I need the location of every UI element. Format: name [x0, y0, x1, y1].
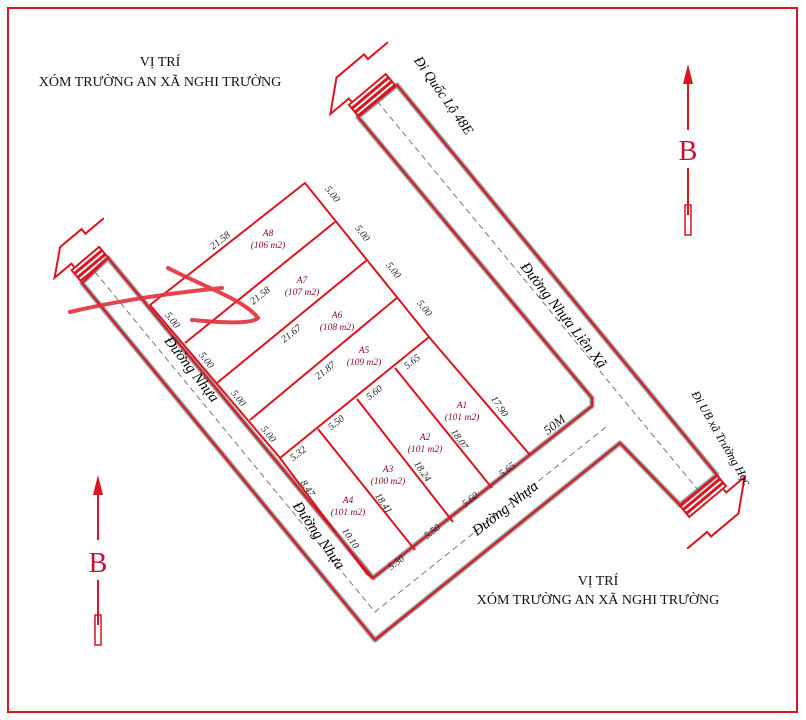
lot-labels: A8(106 m2) A7(107 m2) A6(108 m2) A5(109 … [251, 229, 480, 518]
svg-text:(106 m2): (106 m2) [251, 240, 286, 251]
dim-label: 21.67 [279, 322, 304, 345]
location-title-top: VỊ TRÍ [140, 53, 181, 70]
road-centerline [376, 100, 699, 491]
dim-label: 21.87 [313, 359, 338, 382]
lot-a4: A4(101 m2) [331, 496, 366, 518]
dim-label: 5.50 [326, 413, 347, 432]
svg-text:A6: A6 [331, 311, 343, 321]
location-subtitle-top: XÓM TRƯỜNG AN XÃ NGHI TRƯỜNG [39, 73, 282, 90]
location-title-bottom: VỊ TRÍ [578, 572, 619, 589]
road-end-arrow-left [53, 217, 110, 283]
red-scribble-mark [68, 266, 261, 325]
svg-text:A1: A1 [456, 401, 468, 411]
svg-text:(107 m2): (107 m2) [285, 287, 320, 298]
compass-letter: B [679, 136, 698, 167]
lot-a1: A1(101 m2) [445, 401, 480, 423]
svg-text:A8: A8 [262, 229, 274, 239]
dim-label: 5.00 [322, 184, 341, 205]
svg-text:A3: A3 [382, 465, 394, 475]
svg-text:A2: A2 [419, 433, 431, 443]
svg-text:A4: A4 [342, 496, 354, 506]
location-subtitle-bottom: XÓM TRƯỜNG AN XÃ NGHI TRƯỜNG [477, 591, 720, 608]
road-end-arrow-right [678, 473, 746, 550]
dim-label: 5.32 [288, 444, 309, 463]
svg-text:(108 m2): (108 m2) [320, 322, 355, 333]
compass-marker-top: B [679, 64, 698, 236]
dim-label: 5.00 [383, 260, 402, 281]
svg-text:(100 m2): (100 m2) [371, 476, 406, 487]
svg-text:(101 m2): (101 m2) [331, 507, 366, 518]
road-centerline [94, 271, 607, 613]
dim-label: 17.90 [488, 394, 510, 419]
road-end-arrow-top [329, 41, 397, 118]
dim-label: 18.07 [448, 427, 470, 453]
compass-marker-bottom: B [89, 475, 108, 646]
svg-text:A5: A5 [358, 346, 370, 356]
dim-label: 5.00 [414, 298, 433, 319]
lot-a8: A8(106 m2) [251, 229, 286, 251]
lot-boundaries [149, 181, 531, 579]
svg-text:(109 m2): (109 m2) [347, 357, 382, 368]
svg-text:(101 m2): (101 m2) [445, 412, 480, 423]
svg-text:(101 m2): (101 m2) [408, 444, 443, 455]
lot-a3: A3(100 m2) [371, 465, 406, 487]
dim-label: 5.00 [352, 223, 371, 244]
lot-a7: A7(107 m2) [285, 276, 320, 298]
svg-text:A7: A7 [296, 276, 309, 286]
dim-label: 18.41 [372, 491, 394, 516]
compass-letter: B [89, 548, 108, 579]
lot-a2: A2(101 m2) [408, 433, 443, 455]
frame-border [7, 7, 798, 713]
lot-a5: A5(109 m2) [347, 346, 382, 368]
lot-a6: A6(108 m2) [320, 311, 355, 333]
